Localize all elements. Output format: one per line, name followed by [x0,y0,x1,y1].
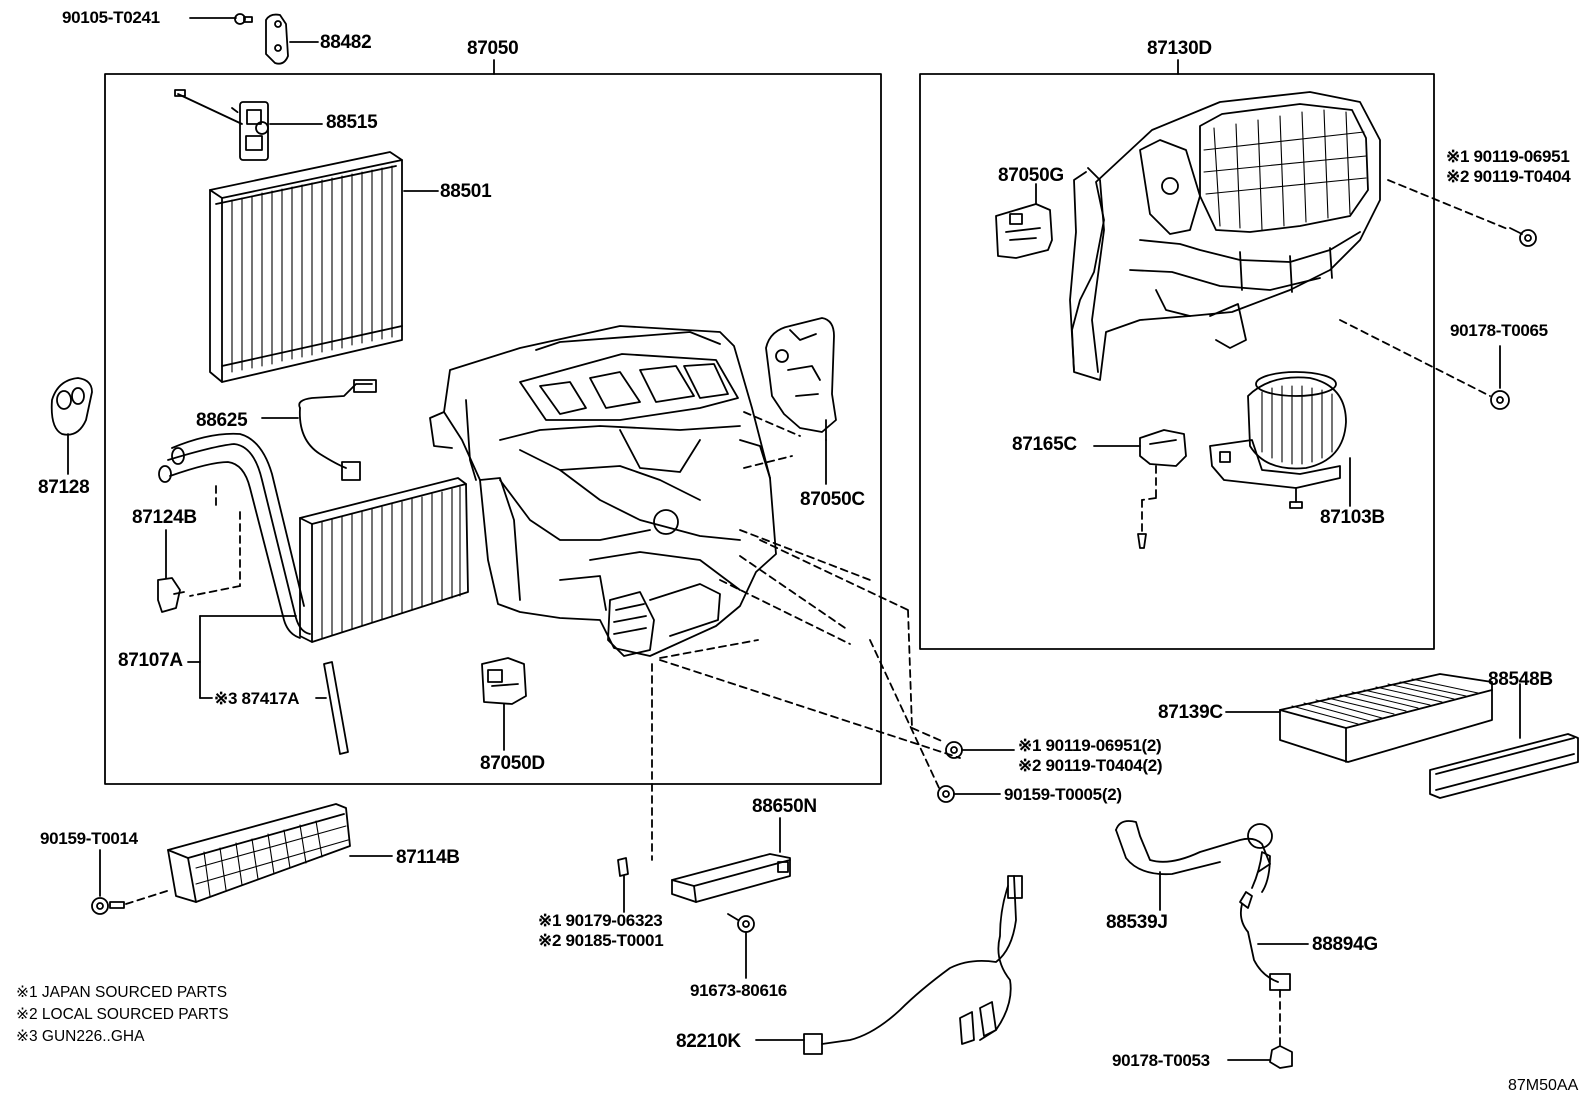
actuator-87050g-icon [995,183,1053,259]
blower-motor-87103b-icon [1209,371,1351,509]
footnote-gun226: ※3 GUN226..GHA [16,1028,145,1045]
thermistor-88625-icon [261,379,377,481]
screw-90159-t0005-icon [937,785,1001,803]
blower-unit-frame [919,73,1435,650]
module-88650n-icon [671,817,791,903]
duct-88539j-icon [1115,820,1273,911]
part-label-88515: 88515 [326,112,378,133]
part-label-87107a: 87107A [118,650,183,671]
part-label-87103b: 87103B [1320,507,1385,528]
part-label-90178-t0053: 90178-T0053 [1112,1051,1210,1070]
clip-88482-icon [265,13,319,65]
resistor-87165c-icon [1093,429,1187,549]
part-label-87050: 87050 [467,38,519,59]
blower-housing-87130d-icon [1069,91,1381,381]
servo-87050d-icon [481,657,527,751]
part-label-90119-t0404: ※2 90119-T0404 [1446,167,1571,186]
bracket-87114b-icon [167,803,393,903]
part-label-88501: 88501 [440,181,492,202]
part-label-87130d: 87130D [1147,38,1212,59]
screw-91673-icon [727,913,755,979]
part-label-91673-80616: 91673-80616 [690,981,787,1000]
expansion-valve-88515-icon [174,89,323,161]
hvac-housing-icon [429,325,777,657]
heater-core-87107a-icon [158,432,469,699]
air-filter-87139c-icon [1225,673,1493,763]
sensor-88894g-icon [1239,851,1309,1069]
bolt-90159-t0014-icon [91,849,125,915]
part-label-88482: 88482 [320,32,372,53]
part-label-88894g: 88894G [1312,934,1378,955]
part-label-90119-06951-2: ※1 90119-06951(2) [1018,736,1162,755]
hvac-unit-frame [104,73,882,785]
part-label-88548b: 88548B [1488,669,1553,690]
part-label-90159-t0014: 90159-T0014 [40,829,138,848]
part-label-90159-t0005: 90159-T0005(2) [1004,785,1122,804]
clip-90179-icon [617,857,629,913]
part-label-90105-t0241: 90105-T0241 [62,8,160,27]
part-label-90119-06951: ※1 90119-06951 [1446,147,1570,166]
actuator-87050c-icon [765,317,837,485]
hvac-leader-lines [231,107,961,861]
part-label-87417a: ※3 87417A [214,689,300,708]
wire-harness-82210k-icon [755,875,1023,1055]
part-label-87114b: 87114B [396,847,460,868]
part-label-87050g: 87050G [998,165,1064,186]
filter-cover-88548b-icon [1429,683,1579,799]
footnote-local-sourced: ※2 LOCAL SOURCED PARTS [16,1006,229,1023]
part-label-87165c: 87165C [1012,434,1077,455]
part-label-87050d: 87050D [480,753,545,774]
part-label-90119-t0404-2: ※2 90119-T0404(2) [1018,756,1163,775]
part-label-88539j: 88539J [1106,912,1168,933]
part-label-82210k: 82210K [676,1031,741,1052]
nut-90178-t0065-icon [1490,345,1510,410]
part-label-87139c: 87139C [1158,702,1223,723]
part-label-87124b: 87124B [132,507,197,528]
footnote-japan-sourced: ※1 JAPAN SOURCED PARTS [16,984,228,1001]
screw-90119-lower-icon [945,741,1015,759]
evaporator-88501-icon [209,151,439,383]
part-label-88625: 88625 [196,410,248,431]
part-label-90178-t0065: 90178-T0065 [1450,321,1548,340]
clamp-87124b-leaders [189,485,241,597]
part-label-90185-t0001: ※2 90185-T0001 [538,931,664,950]
part-label-90179-06323: ※1 90179-06323 [538,911,663,930]
part-label-87128: 87128 [38,477,90,498]
screw-90119-icon [1509,227,1537,247]
grommet-87128-icon [50,377,93,475]
bolt-90105-icon [189,13,253,25]
part-label-87050c: 87050C [800,489,865,510]
part-label-88650n: 88650N [752,796,817,817]
diagram-code: 87M50AA [1508,1077,1579,1094]
seal-87417a-icon [315,661,349,755]
clamp-87124b-icon [157,529,185,613]
